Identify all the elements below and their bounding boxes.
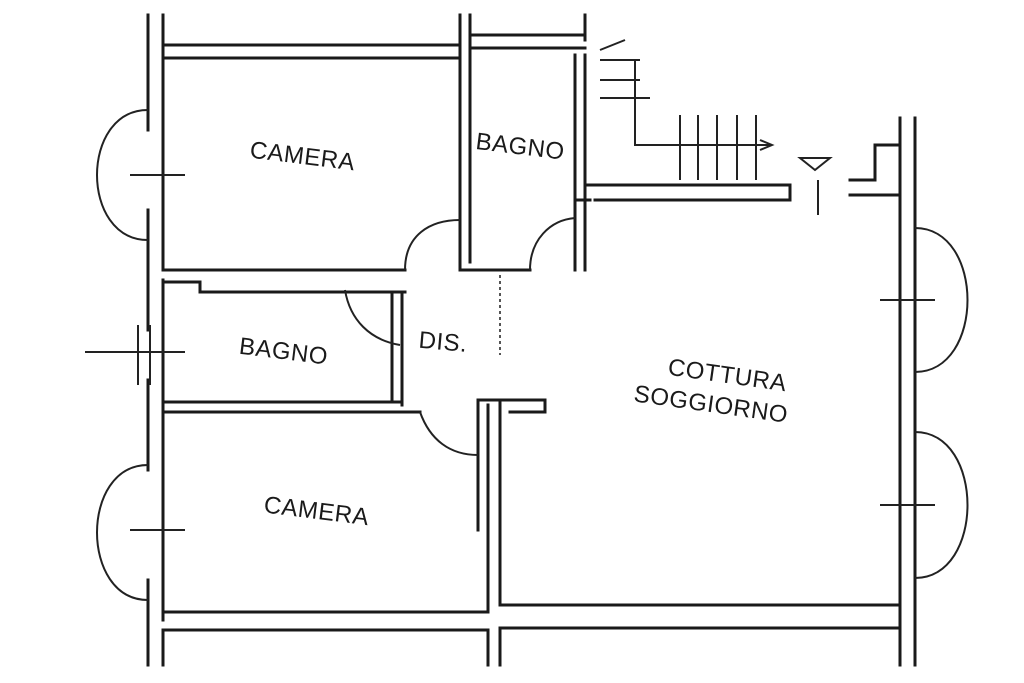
outer-walls: [146, 13, 917, 667]
staircase: [599, 39, 775, 180]
label-camera-bottom: CAMERA: [262, 492, 370, 532]
entry-arrow-icon: [797, 157, 833, 215]
label-bagno-mid: BAGNO: [238, 333, 330, 371]
label-bagno-top: BAGNO: [474, 128, 566, 166]
door-swings: [344, 217, 576, 456]
interior-walls: [161, 183, 792, 614]
label-disimpegno: DIS.: [418, 327, 469, 358]
windows: [85, 109, 969, 601]
room-labels: CAMERA BAGNO BAGNO DIS. COTTURA SOGGIORN…: [238, 128, 790, 531]
label-camera-top: CAMERA: [248, 137, 356, 177]
